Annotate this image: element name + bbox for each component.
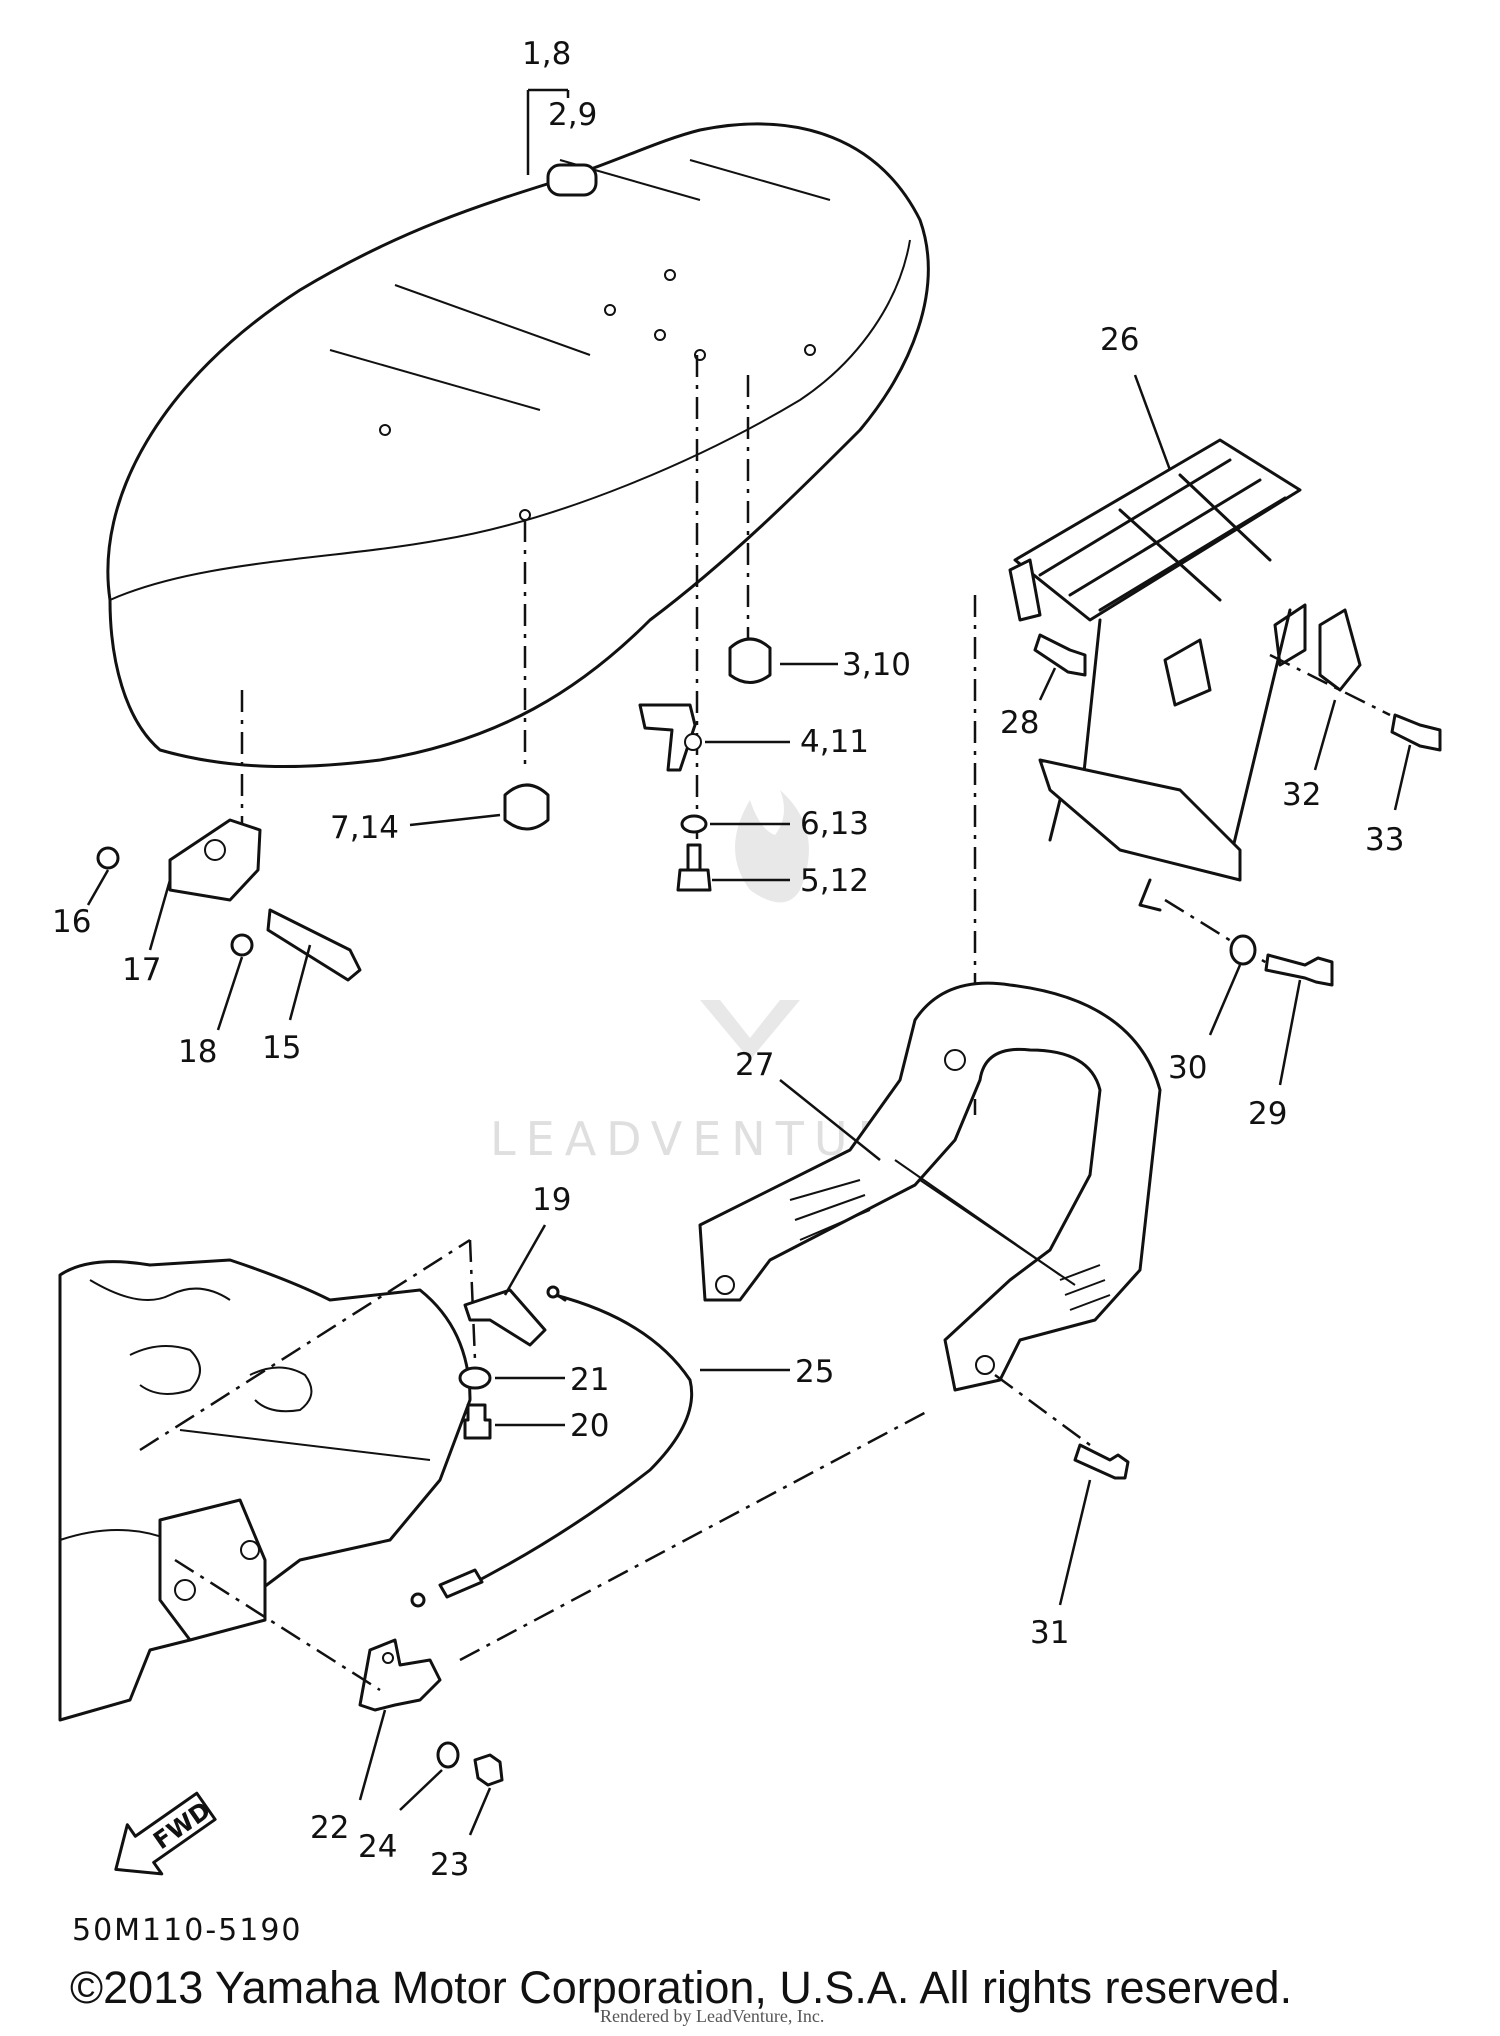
washer-30 [1229,934,1257,966]
seat-lock-bracket-22 [358,1638,442,1712]
callout-3-10: 3,10 [842,647,911,683]
callout-31: 31 [1030,1615,1069,1651]
seat-lock-knob [546,163,598,197]
carrier-bracket-32 [1318,608,1362,692]
seat-lock-cable [458,1293,694,1592]
callout-1-8: 1,8 [522,36,571,72]
nut-16 [96,846,120,870]
frame-section [58,1238,477,1722]
callout-26: 26 [1100,322,1139,358]
cable-bracket-19 [463,1288,547,1347]
callout-16: 16 [52,904,91,940]
bolt-31 [1073,1443,1130,1480]
callout-23: 23 [430,1847,469,1883]
seat-hook-bracket [638,703,697,772]
grab-bar [698,981,1162,1392]
leadventure-watermark: LEADVENTURE [490,790,929,1166]
bolt-29 [1264,953,1334,987]
bolt-20 [463,1403,492,1440]
callout-20: 20 [570,1408,609,1444]
callout-4-11: 4,11 [800,724,869,760]
washer-21 [458,1366,492,1390]
seat-damper-grommet [728,637,772,684]
callout-6-13: 6,13 [800,806,869,842]
bolt-33 [1390,713,1442,752]
diagram-code: 50M110-5190 [72,1913,303,1948]
callout-29: 29 [1248,1096,1287,1132]
seat-assembly [106,122,930,769]
callout-33: 33 [1365,822,1404,858]
bolt-23 [473,1753,504,1787]
callout-28: 28 [1000,705,1039,741]
callout-18: 18 [178,1034,217,1070]
callout-5-12: 5,12 [800,863,869,899]
callout-27: 27 [735,1047,774,1083]
callout-17: 17 [122,952,161,988]
callout-24: 24 [358,1829,397,1865]
fwd-arrow: FWD [114,1791,217,1876]
copyright-notice: ©2013 Yamaha Motor Corporation, U.S.A. A… [70,1962,1293,2013]
bolt-28 [1033,633,1087,677]
bolt-5 [676,868,712,892]
callout-32: 32 [1282,777,1321,813]
hinge-bolt-15 [266,908,362,982]
callout-30: 30 [1168,1050,1207,1086]
callout-21: 21 [570,1362,609,1398]
nut-18 [230,933,254,957]
callout-7-14: 7,14 [330,810,399,846]
rendered-by-notice: Rendered by LeadVenture, Inc. [600,2006,825,2026]
callout-19: 19 [532,1182,571,1218]
callout-2-9: 2,9 [548,97,597,133]
rear-carrier [1008,438,1307,912]
seat-damper [503,783,550,831]
callout-15: 15 [262,1030,301,1066]
callout-22: 22 [310,1810,349,1846]
callout-25: 25 [795,1354,834,1390]
washer-24 [436,1741,460,1769]
washer-6 [680,814,708,834]
